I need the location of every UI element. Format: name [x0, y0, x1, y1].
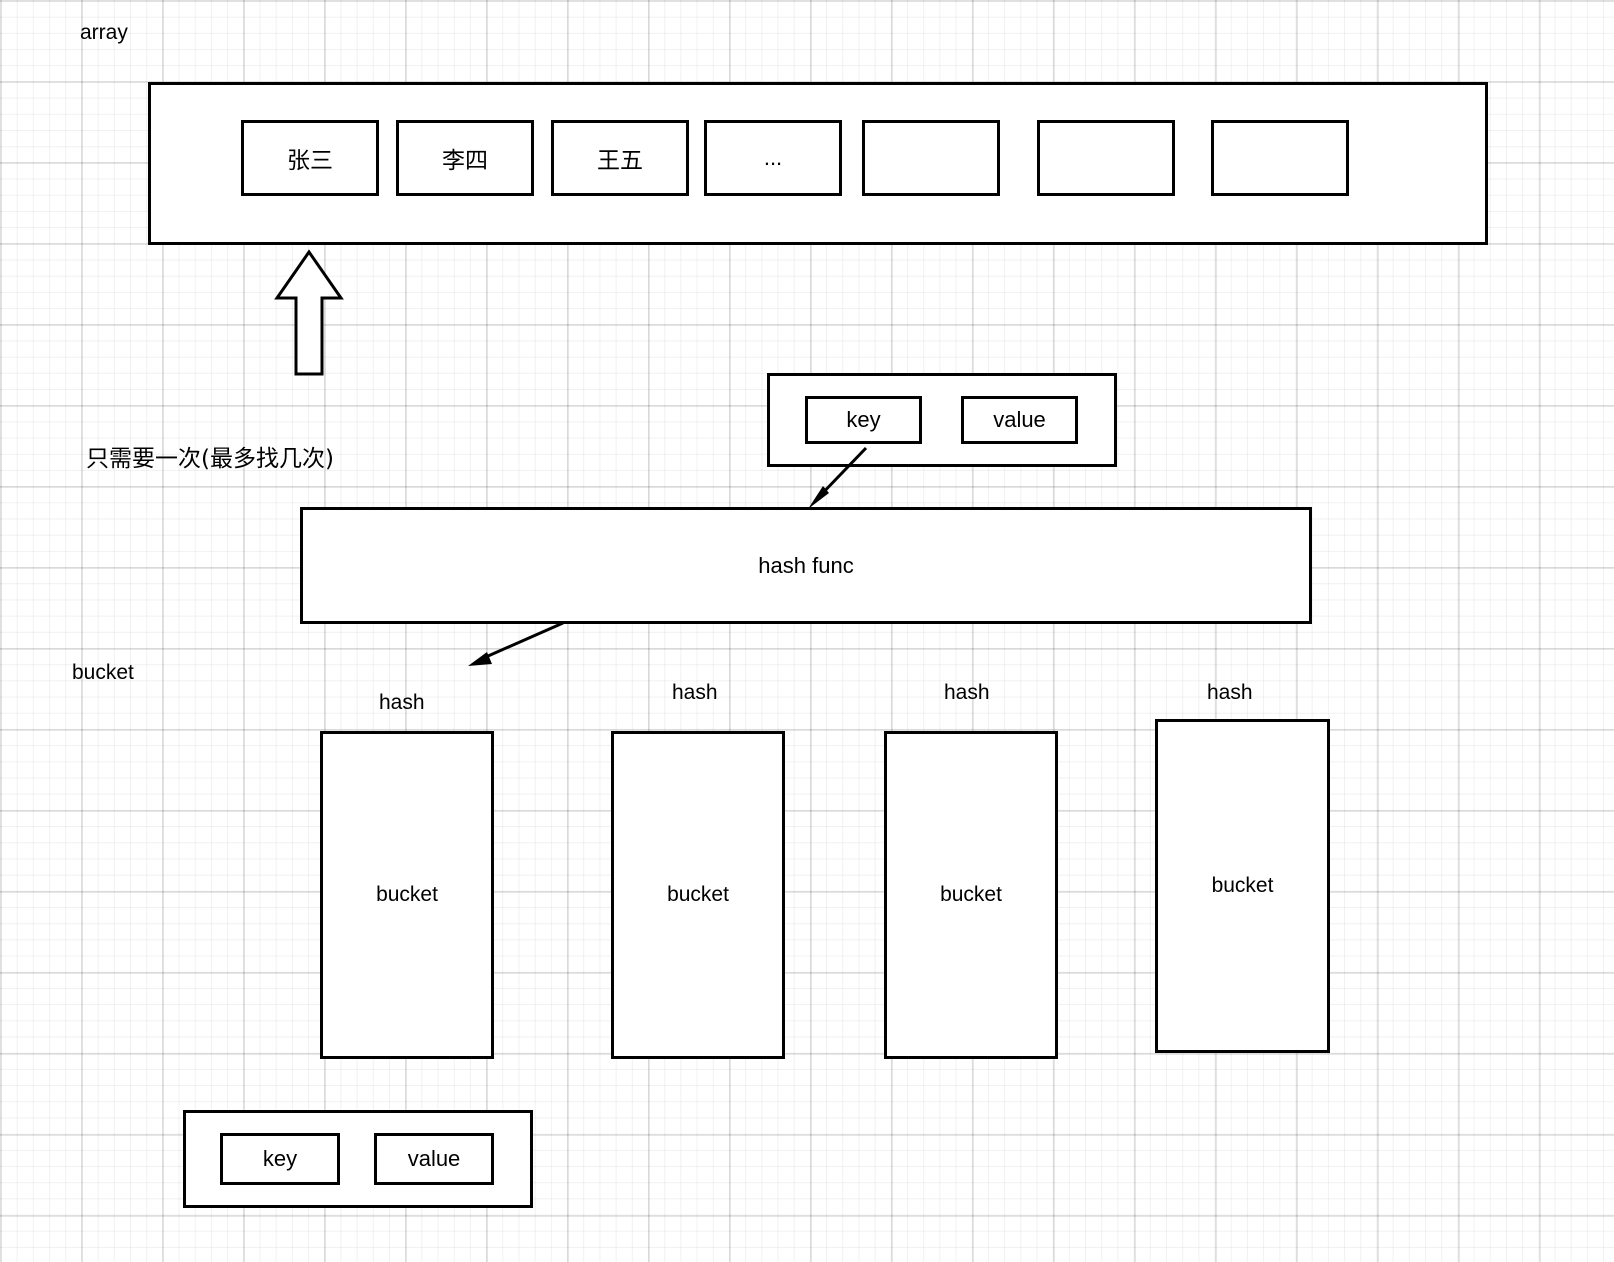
kv-bottom-value-box[interactable]: value — [374, 1133, 494, 1185]
hash-label-2: hash — [944, 681, 990, 704]
array-cell-4[interactable] — [862, 120, 1000, 196]
kv-top-value-box[interactable]: value — [961, 396, 1078, 444]
hash-label-1: hash — [672, 681, 718, 704]
hash-func-box[interactable]: hash func — [300, 507, 1312, 624]
array-label: array — [80, 21, 128, 44]
bucket-3[interactable]: bucket — [1155, 719, 1330, 1053]
array-cell-6[interactable] — [1211, 120, 1349, 196]
bucket-2[interactable]: bucket — [884, 731, 1058, 1059]
bucket-side-label: bucket — [72, 661, 134, 684]
bucket-0[interactable]: bucket — [320, 731, 494, 1059]
arrow-hashfunc-to-bucket — [468, 621, 564, 666]
hash-label-3: hash — [1207, 681, 1253, 704]
array-cell-5[interactable] — [1037, 120, 1175, 196]
array-cell-2[interactable]: 王五 — [551, 120, 689, 196]
array-cell-0[interactable]: 张三 — [241, 120, 379, 196]
array-cell-3[interactable]: ... — [704, 120, 842, 196]
hash-label-0: hash — [379, 691, 425, 714]
array-cell-1[interactable]: 李四 — [396, 120, 534, 196]
kv-bottom-key-box[interactable]: key — [220, 1133, 340, 1185]
kv-top-key-box[interactable]: key — [805, 396, 922, 444]
bucket-1[interactable]: bucket — [611, 731, 785, 1059]
lookup-note-label: 只需要一次(最多找几次) — [86, 446, 334, 472]
up-arrow-to-array — [274, 249, 344, 376]
